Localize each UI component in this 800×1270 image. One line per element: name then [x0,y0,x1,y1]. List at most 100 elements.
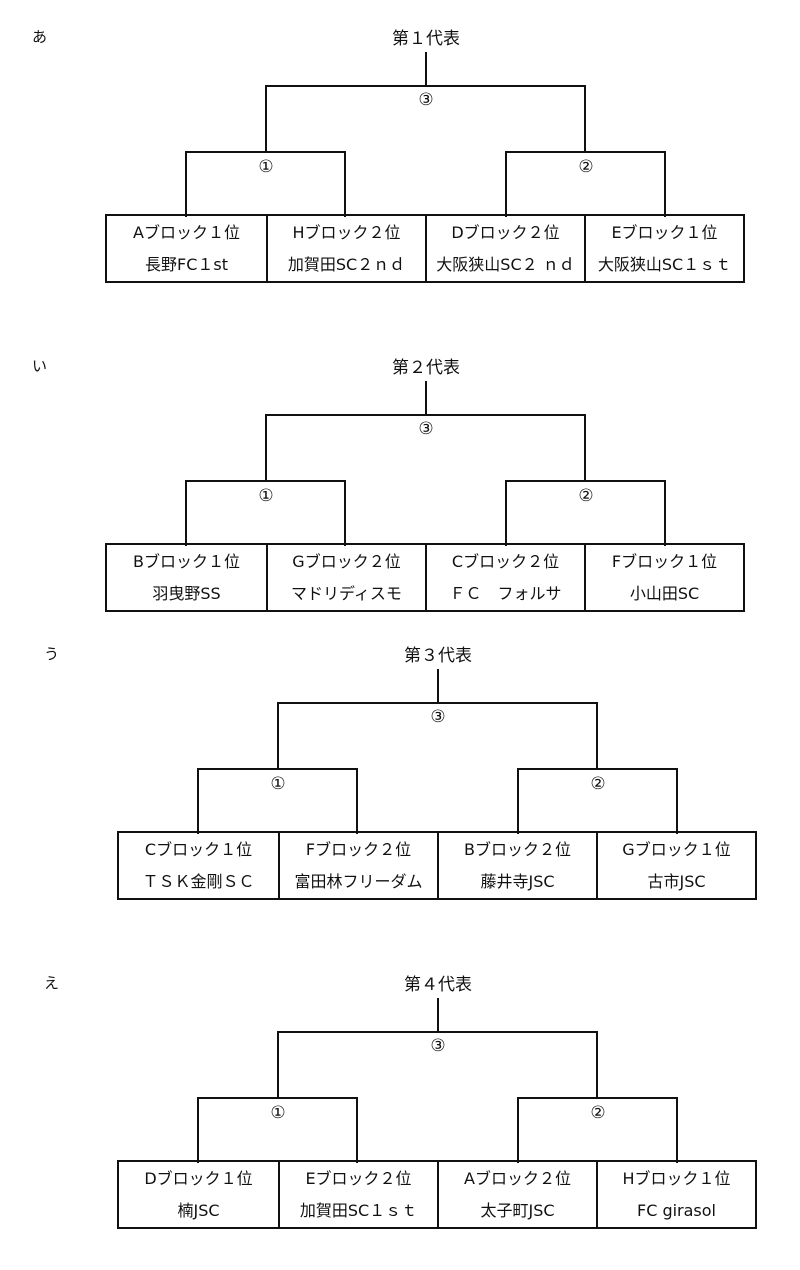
team-name: ＴＳＫ金剛ＳＣ [142,871,255,891]
section-label: あ [32,28,48,46]
bracket-line [437,998,439,1032]
team-name: 楠JSC [177,1200,220,1220]
bracket-line [517,1097,678,1099]
bracket-line [596,1031,598,1098]
bracket-line [505,151,666,153]
team-cell: Hブロック１位 FC girasol [596,1162,755,1227]
bracket-line [596,702,598,769]
team-block-rank: Cブロック１位 [144,839,253,859]
section-label: い [32,357,48,375]
bracket-line [277,702,279,769]
section-label: え [44,974,60,992]
bracket-line [197,1097,199,1163]
bracket-line [197,768,199,834]
team-cell: Bブロック１位羽曳野SS [107,545,266,610]
match-number-final: ③ [418,90,434,110]
bracket-line [517,768,678,770]
bracket-line [664,151,666,217]
team-cell: Fブロック１位小山田SC [584,545,743,610]
team-name: マドリディスモ [291,583,402,603]
bracket-line [344,151,346,217]
team-name: 古市JSC [647,871,706,891]
team-name: 小山田SC [629,583,700,603]
team-block-rank: Dブロック１位 [144,1168,253,1188]
team-block-rank: Dブロック２位 [451,222,560,242]
team-name: 大阪狭山SC１ｓｔ [597,254,732,274]
bracket-line [197,1097,358,1099]
bracket-line [185,480,187,546]
team-name: 藤井寺JSC [480,871,555,891]
team-name: ＦＣ フォルサ [449,583,562,603]
bracket-line [517,1097,519,1163]
bracket-line [505,151,507,217]
team-block-rank: Bブロック１位 [133,551,240,571]
team-block-rank: Aブロック１位 [133,222,240,242]
match-number-right: ② [590,1103,606,1123]
team-name: 加賀田SC１ｓｔ [299,1200,418,1220]
bracket-line [505,480,666,482]
bracket-line [676,768,678,834]
team-name: FC girasol [636,1200,716,1220]
team-block-rank: Hブロック２位 [292,222,401,242]
match-number-left: ① [270,774,286,794]
team-block-rank: Eブロック２位 [305,1168,412,1188]
team-cell: Dブロック２位大阪狭山SC２ ｎｄ [425,216,584,281]
bracket-line [197,768,358,770]
team-block-rank: Fブロック１位 [611,551,718,571]
team-cell: Gブロック１位古市JSC [596,833,755,898]
team-cell: Hブロック２位加賀田SC２ｎｄ [266,216,425,281]
bracket-line [344,480,346,546]
team-name: 富田林フリーダム [294,871,423,891]
team-cell: Cブロック１位 ＴＳＫ金剛ＳＣ [119,833,278,898]
team-block-rank: Bブロック２位 [464,839,571,859]
team-cell: Bブロック２位藤井寺JSC [437,833,596,898]
bracket-line [185,480,346,482]
team-name: 大阪狭山SC２ ｎｄ [436,254,575,274]
match-number-final: ③ [418,419,434,439]
bracket-line [437,669,439,703]
match-number-left: ① [270,1103,286,1123]
team-cell: Dブロック１位楠JSC [119,1162,278,1227]
team-block-rank: Gブロック２位 [292,551,401,571]
match-number-final: ③ [430,1036,446,1056]
bracket-line [356,1097,358,1163]
team-block-rank: Eブロック１位 [611,222,718,242]
team-block-rank: Hブロック１位 [622,1168,731,1188]
team-name: 長野FC１st [145,254,228,274]
match-number-left: ① [258,157,274,177]
bracket-line [517,768,519,834]
bracket-line [265,85,586,87]
team-name: 羽曳野SS [152,583,221,603]
bracket-line [277,1031,279,1098]
bracket-line [356,768,358,834]
bracket-line [277,702,598,704]
match-number-left: ① [258,486,274,506]
bracket-line [584,414,586,481]
team-block-rank: Gブロック１位 [622,839,731,859]
representative-title: 第４代表 [404,975,472,995]
team-block-rank: Cブロック２位 [451,551,560,571]
bracket-line [185,151,187,217]
bracket-line [584,85,586,152]
bracket-line [425,381,427,415]
bracket-line [505,480,507,546]
team-block-rank: Fブロック２位 [305,839,412,859]
team-cell: Aブロック２位太子町JSC [437,1162,596,1227]
bracket-line [425,52,427,86]
representative-title: 第１代表 [392,29,460,49]
bracket-line [265,85,267,152]
section-label: う [44,645,60,663]
match-number-final: ③ [430,707,446,727]
bracket-line [277,1031,598,1033]
team-name: 太子町JSC [480,1200,555,1220]
team-cell: Gブロック２位マドリディスモ [266,545,425,610]
team-cell: Eブロック２位加賀田SC１ｓｔ [278,1162,437,1227]
team-cell: Fブロック２位富田林フリーダム [278,833,437,898]
team-cell: Eブロック１位大阪狭山SC１ｓｔ [584,216,743,281]
